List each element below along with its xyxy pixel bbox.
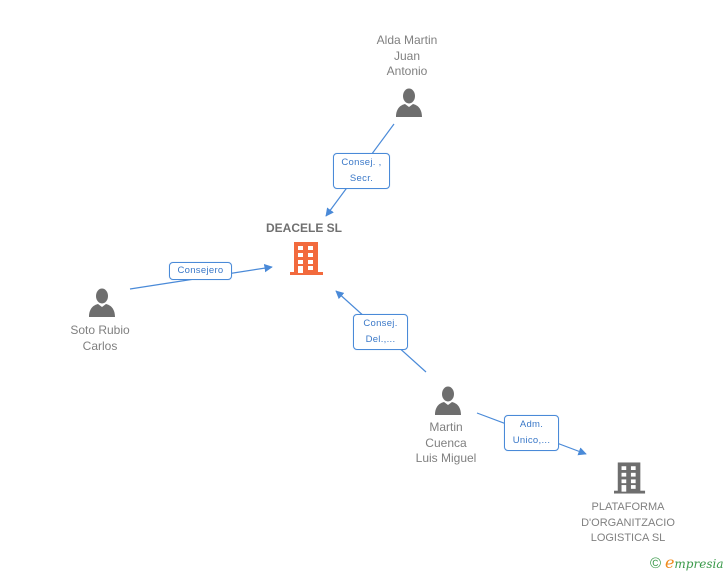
edge-label-adm-unico[interactable]: Adm. Unico,... bbox=[504, 415, 559, 451]
person-icon[interactable] bbox=[88, 288, 116, 318]
edge-label-line: Del.,... bbox=[365, 334, 396, 345]
edge-label-line: Consej. bbox=[363, 318, 398, 329]
company-name-line: D'ORGANITZACIO bbox=[581, 516, 675, 529]
brand-logo-text: mpresia bbox=[674, 557, 724, 571]
building-icon[interactable] bbox=[290, 241, 324, 276]
person-name-line: Luis Miguel bbox=[415, 451, 477, 465]
building-icon[interactable] bbox=[614, 461, 646, 495]
person-name-line: Antonio bbox=[386, 64, 428, 78]
edge-label-line: Unico,... bbox=[512, 435, 551, 446]
company-name-line: PLATAFORMA bbox=[591, 501, 665, 513]
edge-label-line: Consej. , bbox=[341, 157, 382, 168]
copyright-icon: © bbox=[650, 555, 662, 572]
empresia-watermark: © empresia bbox=[650, 553, 723, 572]
edge-label-line: Consejero bbox=[177, 265, 224, 276]
person-name-line: Cuenca bbox=[425, 435, 467, 450]
edge-label-consej-secr[interactable]: Consej. , Secr. bbox=[333, 153, 390, 189]
edge-label-line: Secr. bbox=[349, 173, 374, 184]
person-node-alda-martin[interactable]: Alda Martin Juan Antonio bbox=[377, 33, 438, 80]
person-name-line: Soto Rubio bbox=[70, 323, 130, 337]
person-name-line: Carlos bbox=[82, 338, 118, 353]
person-icon[interactable] bbox=[434, 386, 462, 416]
person-node-soto-rubio[interactable]: Soto Rubio Carlos bbox=[70, 323, 129, 354]
person-name-line: Martin bbox=[429, 420, 463, 434]
company-title-deacele[interactable]: DEACELE SL bbox=[265, 221, 343, 235]
edge-label-consej-del[interactable]: Consej. Del.,... bbox=[353, 314, 408, 350]
edge-label-line: Adm. bbox=[519, 419, 544, 430]
person-name-line: Alda Martin bbox=[376, 33, 438, 47]
person-icon[interactable] bbox=[395, 88, 423, 118]
company-node-plataforma[interactable]: PLATAFORMA D'ORGANITZACIO LOGISTICA SL bbox=[581, 500, 675, 547]
person-name-line: Juan bbox=[393, 48, 421, 63]
edge-label-consejero[interactable]: Consejero bbox=[169, 262, 232, 280]
brand-logo-initial: e bbox=[664, 553, 675, 572]
company-name-line: LOGISTICA SL bbox=[590, 532, 666, 544]
person-node-martin-cuenca[interactable]: Martin Cuenca Luis Miguel bbox=[416, 420, 477, 467]
